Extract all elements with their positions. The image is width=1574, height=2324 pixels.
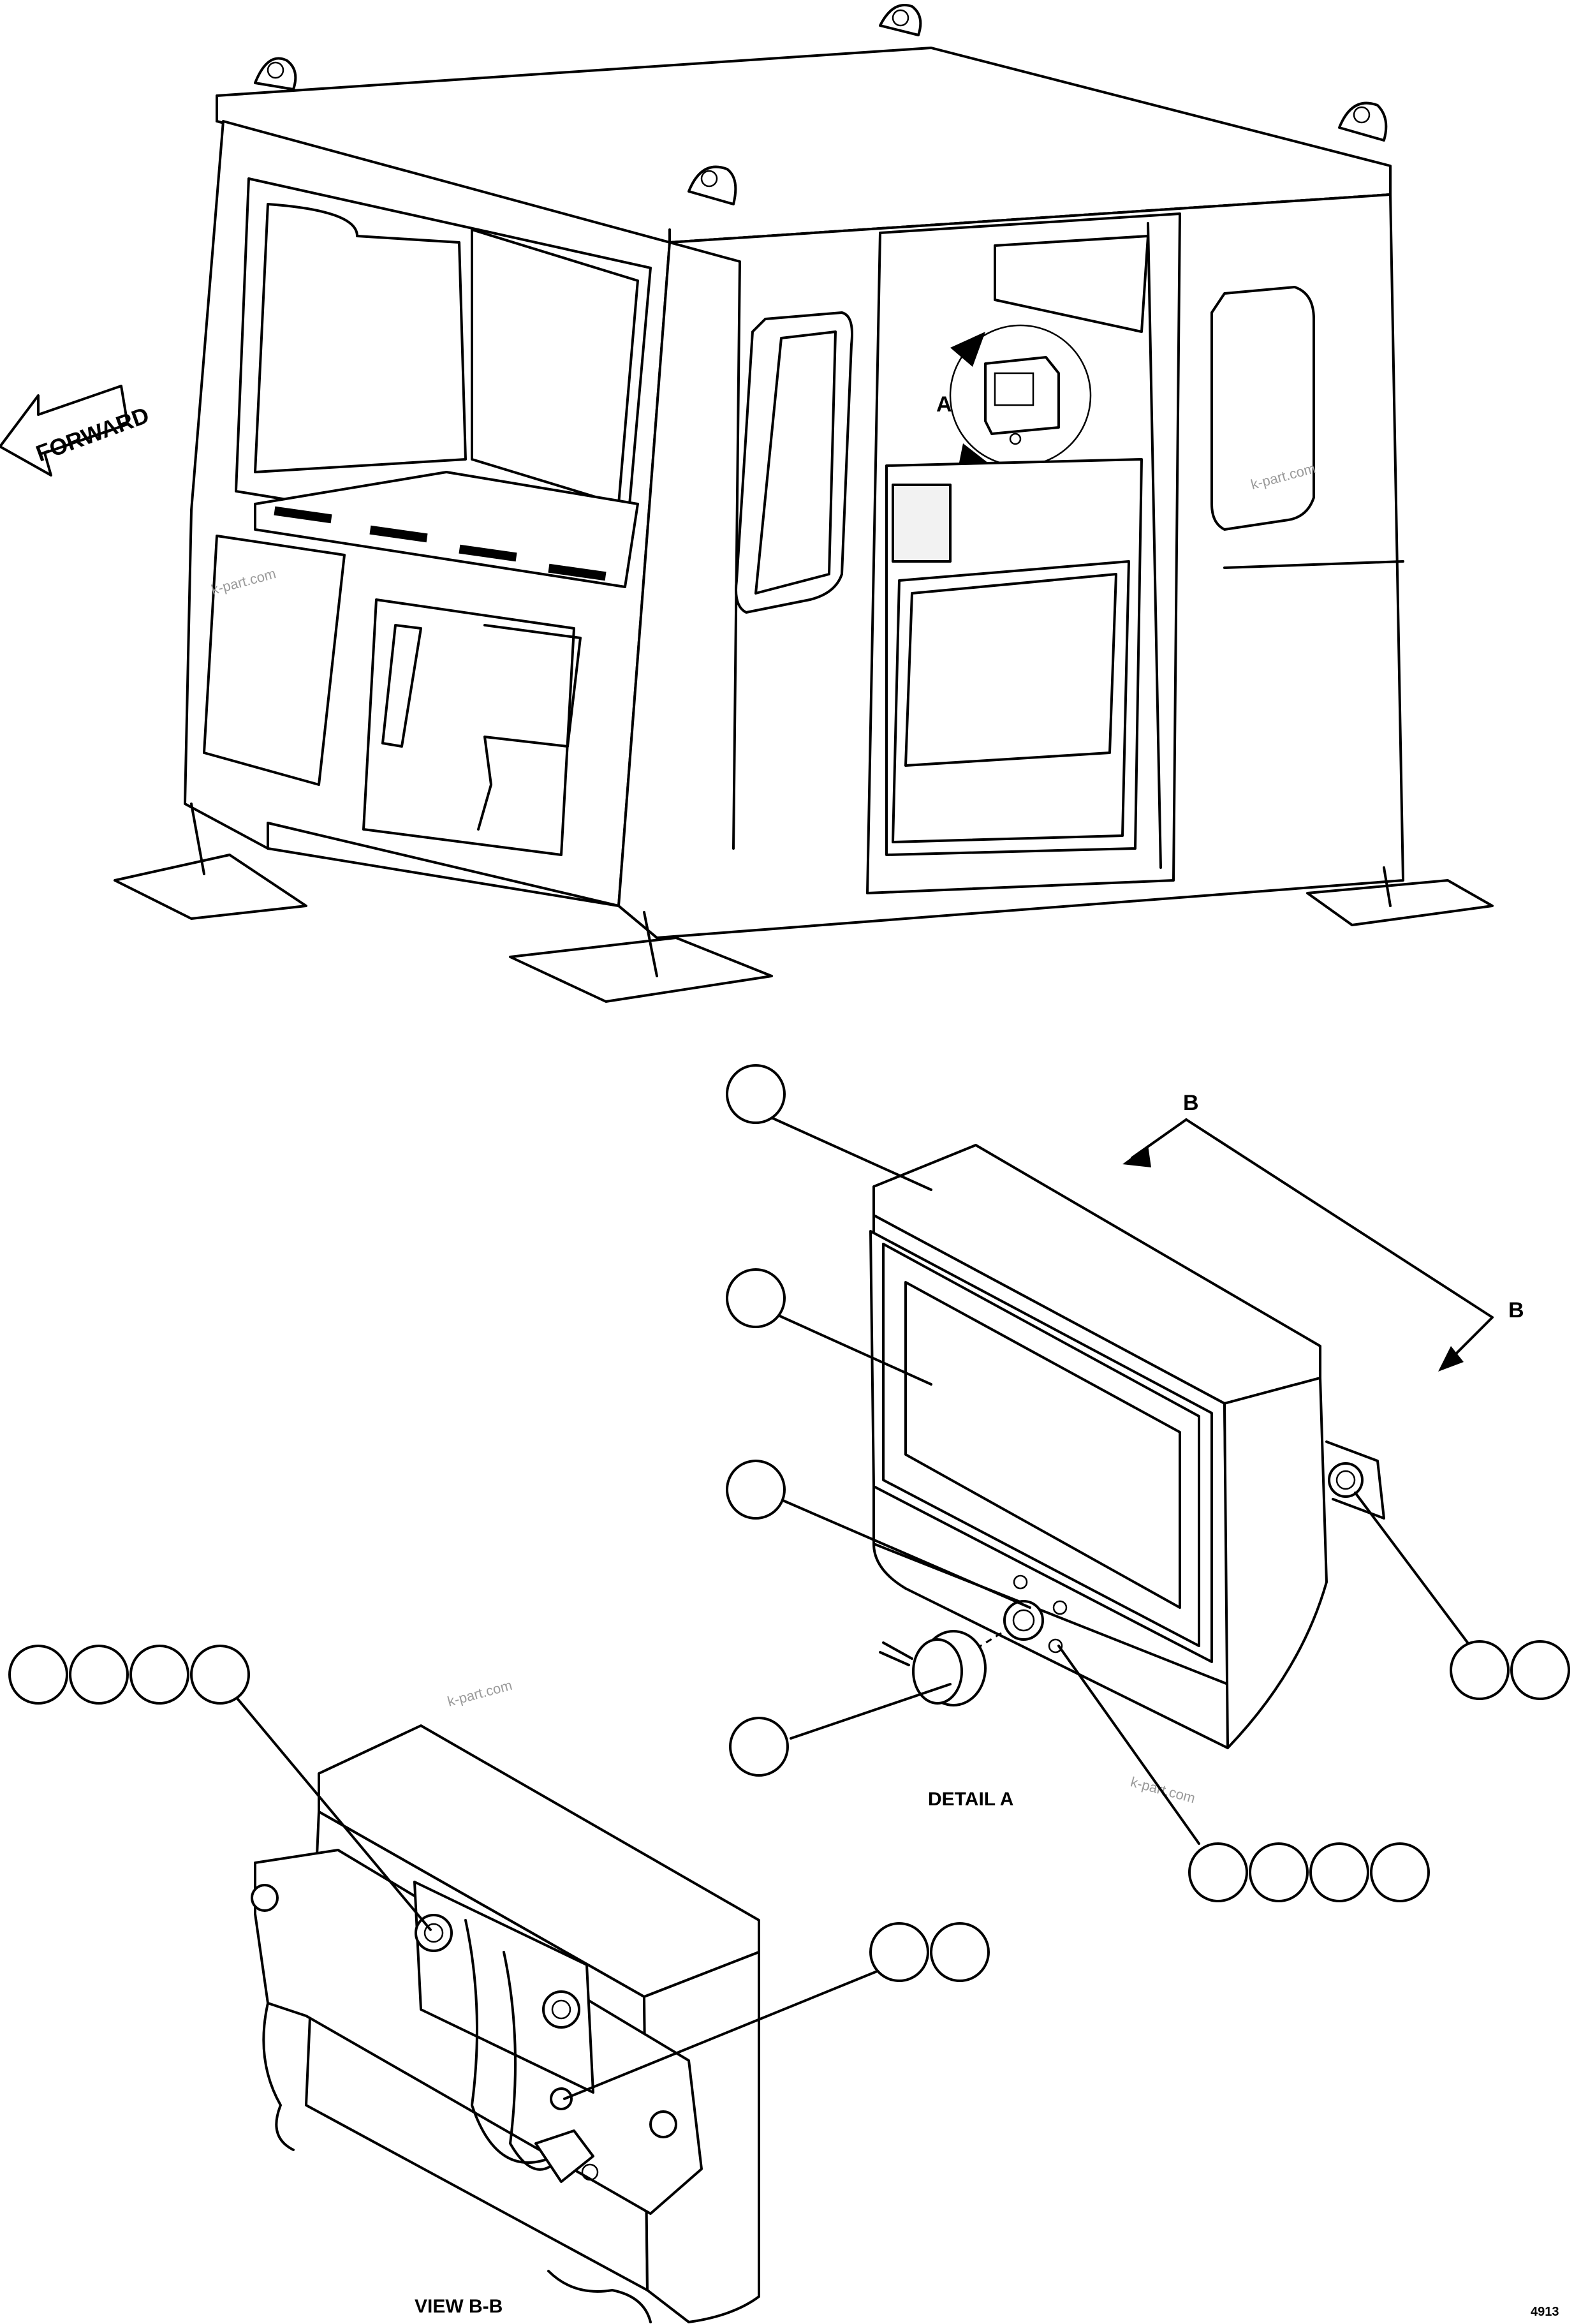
callout-balloon [726,1064,786,1124]
dust-cap-icon [879,1630,987,1706]
callout-balloon [1450,1640,1510,1700]
callout-balloon [869,1922,929,1982]
callout-balloon [726,1460,786,1520]
section-marker-b: B [1183,1091,1199,1115]
section-marker-b: B [1508,1298,1524,1322]
view-b-b-callouts [8,1645,990,2100]
watermark: k-part.com [446,1677,514,1710]
detail-marker-a: A [936,392,952,417]
watermark: k-part.com [1129,1773,1197,1806]
callout-balloon [69,1645,129,1705]
callout-balloon [1188,1842,1248,1902]
lifting-eye-icon [254,4,1388,205]
callout-balloon [1370,1842,1430,1902]
callout-balloon [190,1645,250,1705]
callout-balloon [1309,1842,1369,1902]
callout-balloon [726,1268,786,1328]
detail-a-title: DETAIL A [928,1789,1013,1810]
callout-balloon [1249,1842,1309,1902]
dash-vents [274,506,607,581]
cab-assembly: A FORWARD k-part.com k-part.com [0,4,1494,1003]
forward-arrow-icon [0,385,129,477]
drawing-number: 4913 [1531,2305,1559,2319]
detail-a-monitor: B B DETAIL A k-part.com [869,1091,1524,1810]
view-b-b-rear: VIEW B-B k-part.com [251,1677,760,2323]
callout-balloon [1510,1640,1570,1700]
callout-balloon [729,1717,789,1777]
callout-balloon [930,1922,990,1982]
callout-balloon [8,1645,68,1705]
callout-balloon [129,1645,189,1705]
view-b-b-title: VIEW B-B [415,2296,503,2317]
detail-a-callouts [726,1064,1570,1902]
cab-monitor-location [949,324,1092,475]
